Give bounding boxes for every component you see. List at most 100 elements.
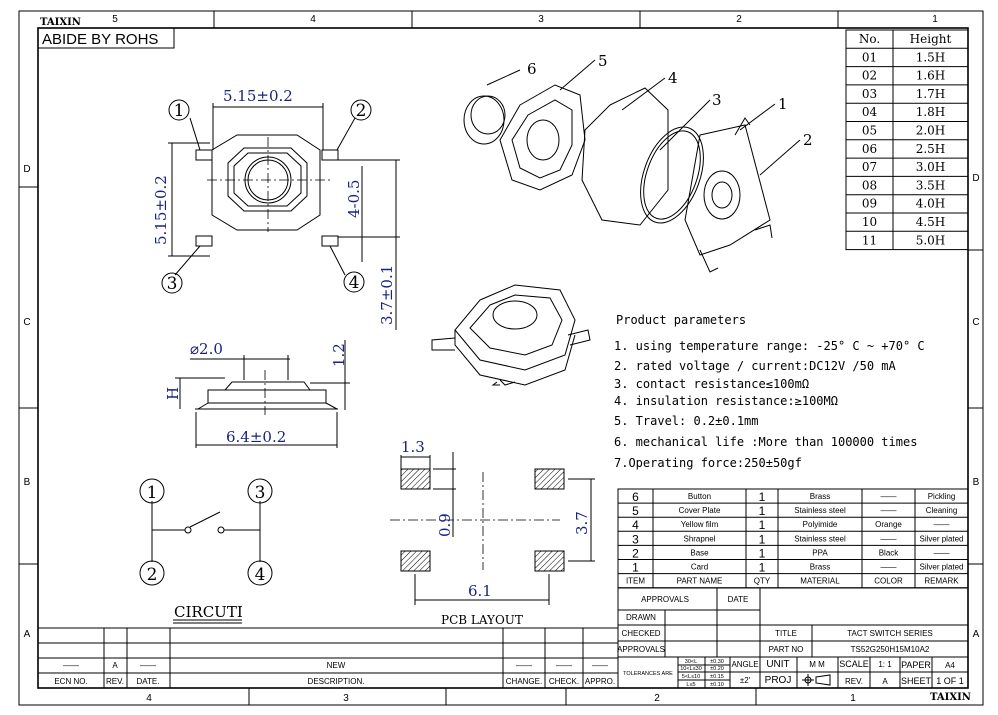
tol-range: 5<L≤10 bbox=[682, 674, 700, 680]
zone-label: 2 bbox=[654, 693, 660, 704]
circuit-pin-4: 4 bbox=[255, 565, 266, 585]
zone-label: B bbox=[24, 477, 31, 488]
tolerances-label: TOLERANCES ARE bbox=[623, 671, 673, 677]
bom-cell: Cleaning bbox=[926, 506, 958, 515]
bom-cell: —— bbox=[881, 506, 897, 515]
bom-cell: Stainless steel bbox=[794, 534, 846, 543]
tol-value: ±0.10 bbox=[710, 682, 724, 688]
height-header: Height bbox=[910, 32, 952, 46]
height-row-no: 08 bbox=[862, 178, 877, 192]
height-row-value: 4.5H bbox=[916, 215, 946, 229]
paper-value: A4 bbox=[945, 661, 955, 670]
exploded-view bbox=[463, 59, 801, 273]
rev-value: A bbox=[882, 677, 888, 686]
bom-cell: Silver plated bbox=[919, 563, 963, 572]
height-label: H bbox=[164, 387, 182, 400]
height-row-value: 3.0H bbox=[916, 160, 946, 174]
ecn-no-value: —— bbox=[63, 661, 79, 670]
bom-cell: Shrapnel bbox=[683, 534, 715, 543]
param-item: 7.Operating force:250±50gf bbox=[614, 456, 802, 470]
part-5-label: 5 bbox=[598, 52, 608, 70]
param-item: 3. contact resistance≤100mΩ bbox=[614, 377, 809, 391]
circuit-pin-3: 3 bbox=[255, 483, 266, 503]
bom-cell: —— bbox=[881, 563, 897, 572]
tol-range: L≤5 bbox=[686, 682, 695, 688]
zone-label: 1 bbox=[850, 693, 856, 704]
bom-header: QTY bbox=[754, 577, 771, 586]
height-row-no: 05 bbox=[862, 124, 877, 138]
bom-cell: Pickling bbox=[928, 492, 956, 501]
title-brand-logo: TAIXIN bbox=[930, 692, 971, 703]
rev-value: A bbox=[112, 661, 118, 670]
param-item: 2. rated voltage / current:DC12V /50 mA bbox=[614, 359, 897, 373]
height-row-no: 01 bbox=[862, 50, 877, 64]
zone-label: B bbox=[973, 477, 980, 488]
pcb-layout-title: PCB LAYOUT bbox=[441, 613, 523, 627]
pcb-layout bbox=[390, 452, 595, 605]
height-row-no: 02 bbox=[862, 69, 877, 83]
height-row-value: 2.5H bbox=[916, 142, 946, 156]
check-value: —— bbox=[556, 661, 572, 670]
side-view bbox=[175, 340, 350, 448]
height-row-value: 1.5H bbox=[916, 50, 946, 64]
approvals2-label: APPROVALS bbox=[617, 645, 665, 654]
rohs-label: ABIDE BY ROHS bbox=[42, 31, 158, 48]
bom-cell: Base bbox=[690, 548, 709, 557]
params-title: Product parameters bbox=[616, 313, 746, 327]
bom-cell: —— bbox=[881, 534, 897, 543]
drawn-label: DRAWN bbox=[626, 613, 656, 622]
pin-1-label: 1 bbox=[174, 101, 185, 121]
circuit-pin-1: 1 bbox=[147, 483, 158, 503]
bom-cell: Yellow film bbox=[681, 520, 719, 529]
bom-cell: 3 bbox=[632, 532, 639, 546]
zone-label: 2 bbox=[736, 14, 742, 25]
bom-header: ITEM bbox=[626, 577, 645, 586]
zone-label: D bbox=[23, 164, 30, 175]
zone-label: D bbox=[972, 173, 979, 184]
bom-header: MATERIAL bbox=[800, 577, 840, 586]
height-dimension: 5.15±0.2 bbox=[152, 175, 170, 245]
date-value: —— bbox=[140, 661, 156, 670]
height-row-value: 1.8H bbox=[916, 105, 946, 119]
bom-header: COLOR bbox=[874, 577, 903, 586]
zone-label: C bbox=[972, 317, 979, 328]
bom-cell: Brass bbox=[810, 492, 830, 501]
bom-cell: Orange bbox=[875, 520, 902, 529]
tol-range: 10<L≤30 bbox=[680, 666, 702, 672]
bom-cell: 1 bbox=[759, 490, 766, 504]
zone-label: 1 bbox=[932, 14, 938, 25]
change-header: CHANGE. bbox=[506, 677, 542, 686]
bom-cell: —— bbox=[934, 548, 950, 557]
bom-cell: 1 bbox=[759, 518, 766, 532]
date-header: DATE. bbox=[137, 677, 160, 686]
height-row-value: 4.0H bbox=[916, 197, 946, 211]
zone-label: 4 bbox=[146, 693, 152, 704]
angle-label: ANGLE bbox=[731, 660, 758, 669]
part-4-label: 4 bbox=[668, 69, 678, 87]
param-item: 5. Travel: 0.2±0.1mm bbox=[614, 414, 759, 428]
bom-cell: Black bbox=[879, 548, 900, 557]
rev-header: REV. bbox=[106, 677, 124, 686]
rev-label: REV. bbox=[845, 677, 863, 686]
date-label: DATE bbox=[728, 595, 749, 604]
exploded-part-labels: 6 5 4 3 1 2 bbox=[527, 52, 813, 149]
pin-offset-dimension: 3.7±0.1 bbox=[378, 265, 396, 325]
bom-cell: —— bbox=[934, 520, 950, 529]
scale-label: SCALE bbox=[839, 659, 869, 669]
part-3-label: 3 bbox=[712, 91, 722, 109]
scale-value: 1: 1 bbox=[878, 660, 892, 669]
pad-gap-dimension: 0.9 bbox=[436, 513, 454, 537]
brand-logo: TAIXIN bbox=[40, 17, 81, 28]
part-2-label: 2 bbox=[803, 131, 813, 149]
zone-label: 5 bbox=[112, 14, 118, 25]
part-6-label: 6 bbox=[527, 60, 537, 78]
height-row-no: 07 bbox=[862, 160, 877, 174]
frame bbox=[18, 10, 984, 706]
height-row-no: 10 bbox=[862, 215, 877, 229]
height-row-value: 2.0H bbox=[916, 124, 946, 138]
checked-label: CHECKED bbox=[621, 629, 660, 638]
circuit-diagram: 1 3 2 4 bbox=[139, 478, 273, 624]
zone-label: 3 bbox=[538, 14, 544, 25]
